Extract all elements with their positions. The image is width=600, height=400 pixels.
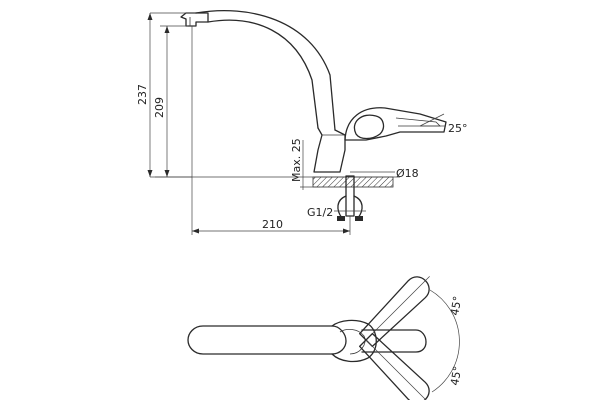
reach-label: 210: [262, 218, 283, 231]
lever-handle-inner: [353, 114, 385, 140]
handle-center: [361, 329, 427, 353]
height-dimensions: 237 209: [136, 12, 195, 235]
swivel-right-label: 45°: [448, 365, 464, 386]
hose-right: [353, 195, 363, 219]
swivel-left-label: 45°: [448, 295, 464, 316]
max-thickness-label: Max. 25: [290, 138, 303, 182]
thread-label: G1/2: [307, 206, 333, 219]
handle-down-position: [358, 332, 430, 400]
spout-nozzle: [180, 12, 209, 27]
spout-arc: [195, 10, 336, 131]
spout-top-view: [187, 325, 347, 355]
lever-handle: [344, 107, 447, 141]
side-view: 25° Ø18 Max. 25 G1/2: [155, 10, 468, 221]
hole-diameter-label: Ø18: [396, 167, 419, 180]
hose-left: [337, 195, 347, 219]
reach-dimension: 210: [192, 216, 351, 235]
spout-arc-inner: [207, 19, 319, 129]
top-view: 45° 45°: [187, 276, 464, 400]
countertop-section: [312, 176, 394, 188]
body-top-view: [331, 319, 377, 363]
height-total-label: 237: [136, 84, 149, 105]
handle-tilt-label: 25°: [448, 122, 468, 135]
handle-up-position: [358, 276, 430, 348]
height-spout-label: 209: [153, 97, 166, 118]
swivel-arc: [429, 289, 460, 393]
